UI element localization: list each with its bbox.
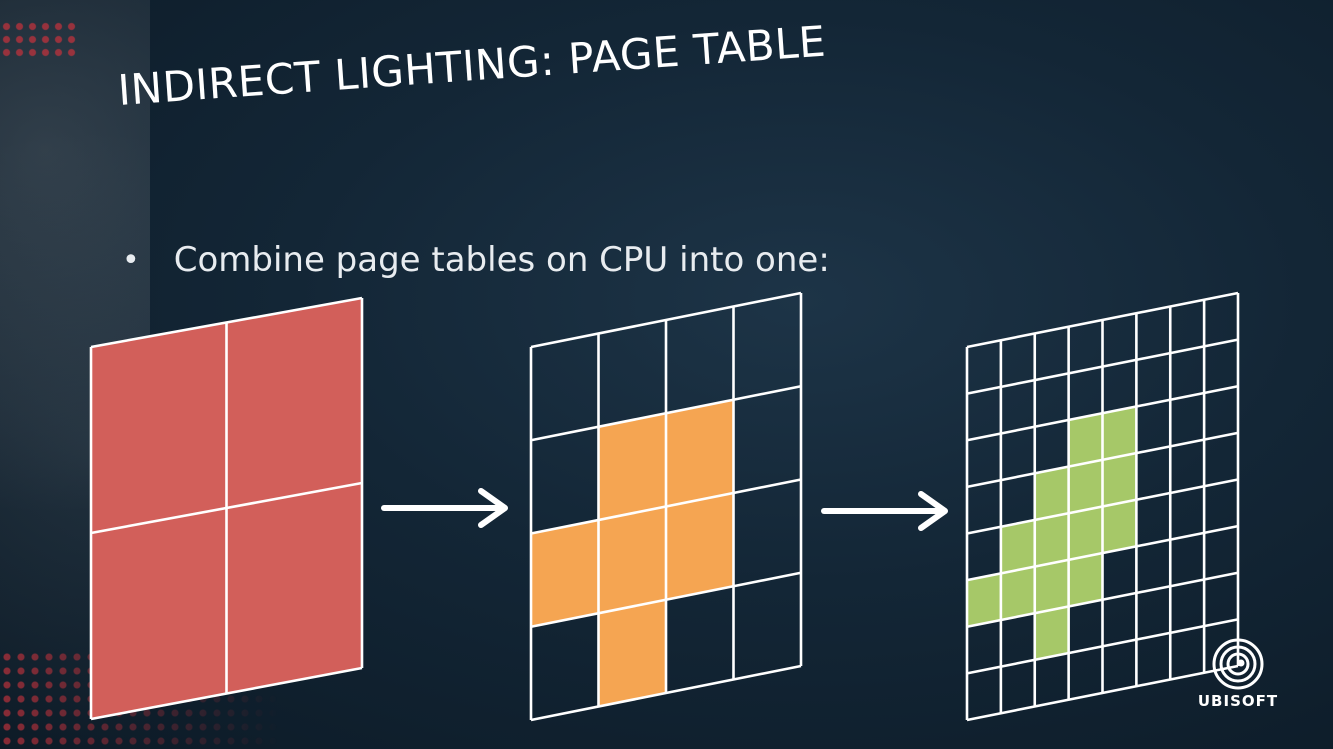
filled-cell xyxy=(1068,413,1103,467)
filled-cell xyxy=(1068,553,1103,607)
filled-cell xyxy=(1034,559,1069,614)
grid-line-horizontal xyxy=(966,478,1239,535)
filled-cell xyxy=(598,599,666,707)
filled-cell xyxy=(226,483,362,694)
filled-cell xyxy=(1034,513,1069,567)
bullet-dot-icon: • xyxy=(122,242,140,278)
grid-line-horizontal xyxy=(966,571,1239,629)
grid-line-horizontal xyxy=(90,666,363,721)
page-table-8x8 xyxy=(965,291,1240,722)
grid-line-horizontal xyxy=(530,384,802,442)
grid-line-horizontal xyxy=(530,664,802,722)
grid-line-horizontal xyxy=(90,296,363,349)
page-table-2x2 xyxy=(89,296,364,721)
ubisoft-logo: UBISOFT xyxy=(1188,636,1288,716)
arrow-2-icon xyxy=(821,491,948,531)
grid-line-horizontal xyxy=(530,571,802,629)
page-table-4x4 xyxy=(529,291,803,722)
filled-cell xyxy=(1000,520,1035,574)
grid-line-horizontal xyxy=(966,291,1239,349)
filled-cell xyxy=(1102,406,1137,460)
logo-text: UBISOFT xyxy=(1197,692,1279,710)
filled-cell xyxy=(598,506,666,614)
grid-line-horizontal xyxy=(966,431,1239,489)
filled-cell xyxy=(531,520,599,627)
filled-cell xyxy=(1102,453,1137,507)
grid-line-horizontal xyxy=(530,291,802,349)
grid-line-horizontal xyxy=(966,524,1239,582)
filled-cell xyxy=(1068,506,1103,560)
ubisoft-swirl-icon xyxy=(1212,638,1264,690)
grid-line-horizontal xyxy=(966,618,1239,675)
grid-line-horizontal xyxy=(966,338,1239,395)
grid-line-horizontal xyxy=(966,664,1239,722)
filled-cell xyxy=(1068,459,1103,514)
bullet-item: • Combine page tables on CPU into one: xyxy=(122,240,830,280)
filled-cell xyxy=(598,413,666,520)
filled-cell xyxy=(1000,566,1035,620)
arrow-1-icon xyxy=(381,488,508,528)
grid-line-horizontal xyxy=(530,478,802,535)
filled-cell xyxy=(91,322,227,533)
filled-cell xyxy=(666,399,734,507)
filled-cell xyxy=(1034,606,1069,660)
grid-line-horizontal xyxy=(966,384,1239,442)
filled-cell xyxy=(226,298,362,508)
filled-cell xyxy=(91,508,227,719)
filled-cell xyxy=(1102,499,1137,554)
grid-line-horizontal xyxy=(90,481,363,535)
filled-cell xyxy=(1034,466,1069,520)
filled-cell xyxy=(666,493,734,600)
filled-cell xyxy=(967,573,1001,627)
bullet-text: Combine page tables on CPU into one: xyxy=(173,240,830,280)
